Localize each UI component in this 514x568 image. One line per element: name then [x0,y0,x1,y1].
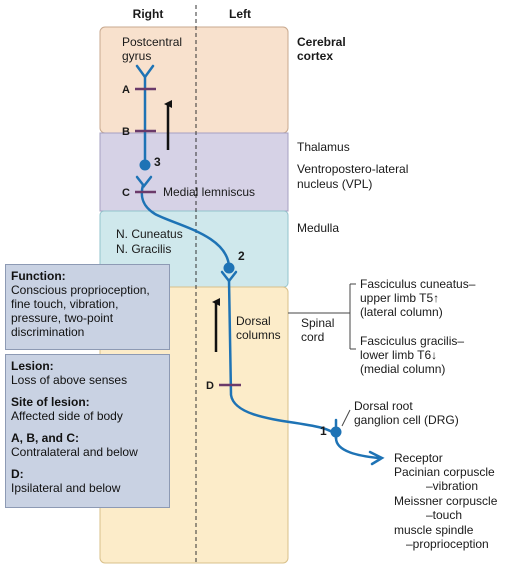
drg-leader [341,409,351,427]
spinal-cord-label-2: cord [301,330,324,344]
site-text: Affected side of body [11,409,123,423]
header-right: Right [133,7,164,21]
marker-c: C [122,187,130,199]
pacinian-function: –vibration [426,479,478,493]
neuron-1-number: 1 [320,424,327,438]
abc-text: Contralateral and below [11,445,138,459]
receptor-title: Receptor [394,451,443,465]
function-line-2: fine touch, vibration, [11,297,119,311]
fasciculi-bracket [288,283,356,350]
medulla-label: Medulla [297,221,339,235]
spinal-cord-label-1: Spinal [301,316,334,330]
vpl-label-1: Ventropostero-lateral [297,162,408,176]
function-line-4: discrimination [11,325,85,339]
function-line-1: Conscious proprioception, [11,283,150,297]
muscle-spindle-label: muscle spindle [394,523,474,537]
n-cuneatus-label: N. Cuneatus [116,227,183,241]
postcentral-gyrus-label-1: Postcentral [122,35,182,49]
lesion-text: Loss of above senses [11,373,128,387]
cerebral-cortex-title-1: Cerebral [297,35,346,49]
n-gracilis-label: N. Gracilis [116,242,171,256]
fasciculus-cuneatus-3: (lateral column) [360,305,443,319]
medial-lemniscus-label: Medial lemniscus [163,185,255,199]
drg-label-1: Dorsal root [354,399,413,413]
dorsal-columns-label-1: Dorsal [236,314,271,328]
meissner-function: –touch [426,508,462,522]
neuron-1-cell-body [330,426,342,438]
marker-d: D [206,380,214,392]
lesion-markers [135,87,241,387]
function-heading: Function: [11,269,66,283]
header-left: Left [229,7,251,21]
postcentral-gyrus-label-2: gyrus [122,49,151,63]
dorsal-columns-label-2: columns [236,328,281,342]
vpl-label-2: nucleus (VPL) [297,177,372,191]
d-heading: D: [11,467,24,481]
abc-heading: A, B, and C: [11,431,79,445]
fasciculus-cuneatus-1: Fasciculus cuneatus– [360,277,476,291]
d-text: Ipsilateral and below [11,481,121,495]
fasciculus-gracilis-1: Fasciculus gracilis– [360,334,464,348]
lesion-box: Lesion: Loss of above senses Site of les… [5,354,170,508]
thalamus-label: Thalamus [297,140,350,154]
neuron-2-cell-body [223,262,235,274]
cerebral-cortex-title-2: cortex [297,49,333,63]
function-line-3: pressure, two-point [11,311,114,325]
fasciculus-gracilis-2: lower limb T6↓ [360,348,437,362]
marker-b: B [122,126,130,138]
meissner-label: Meissner corpuscle [394,494,498,508]
fasciculus-gracilis-3: (medial column) [360,362,445,376]
neuron-3-cell-body [139,159,151,171]
neuron-2-number: 2 [238,249,245,263]
neuron-3-number: 3 [154,155,161,169]
lesion-heading: Lesion: [11,359,54,373]
muscle-spindle-function: –proprioception [406,537,489,551]
drg-label-2: ganglion cell (DRG) [354,413,459,427]
thalamus-region [99,132,289,212]
pacinian-label: Pacinian corpuscle [394,465,495,479]
function-box: Function: Conscious proprioception, fine… [5,264,170,350]
marker-a: A [122,84,130,96]
site-heading: Site of lesion: [11,395,90,409]
fasciculus-cuneatus-2: upper limb T5↑ [360,291,439,305]
